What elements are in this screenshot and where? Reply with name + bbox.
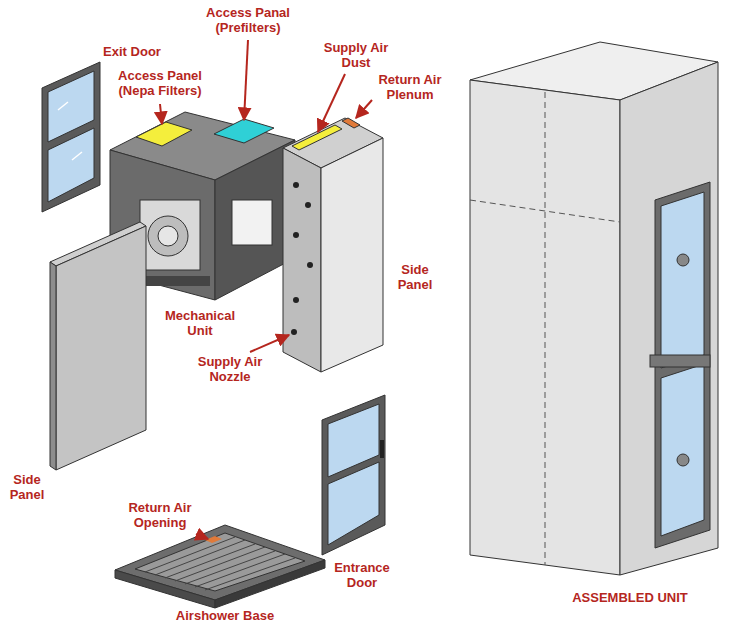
part-label: Return Air Plenum bbox=[371, 72, 449, 102]
return-air-plenum bbox=[342, 118, 360, 128]
part-label: Supply Air Nozzle bbox=[191, 354, 269, 384]
supply-air-duct bbox=[292, 125, 342, 150]
unit-title: ASSEMBLED UNIT bbox=[572, 590, 688, 605]
airshower-base bbox=[115, 525, 325, 608]
part-label: Exit Door bbox=[103, 44, 161, 59]
assembled-unit bbox=[470, 42, 718, 575]
part-label: Supply Air Dust bbox=[317, 40, 395, 70]
part-label: Access Panel (Nepa Filters) bbox=[108, 68, 212, 98]
leader-lines bbox=[160, 40, 372, 539]
exit-door bbox=[42, 62, 100, 212]
part-label: Entrance Door bbox=[325, 560, 399, 590]
part-label: Side Panel bbox=[391, 262, 439, 292]
prefilter-access-panel bbox=[214, 119, 274, 143]
part-label: Return Air Opening bbox=[121, 500, 199, 530]
part-label: Side Panel bbox=[3, 472, 51, 502]
part-label: Access Panal (Prefilters) bbox=[198, 5, 298, 35]
hepa-access-panel bbox=[136, 122, 192, 146]
part-label: Airshower Base bbox=[176, 608, 274, 623]
side-panel-nozzles bbox=[283, 118, 383, 372]
entrance-door bbox=[322, 395, 385, 555]
part-label: Mechanical Unit bbox=[156, 308, 244, 338]
side-panel bbox=[50, 222, 146, 470]
